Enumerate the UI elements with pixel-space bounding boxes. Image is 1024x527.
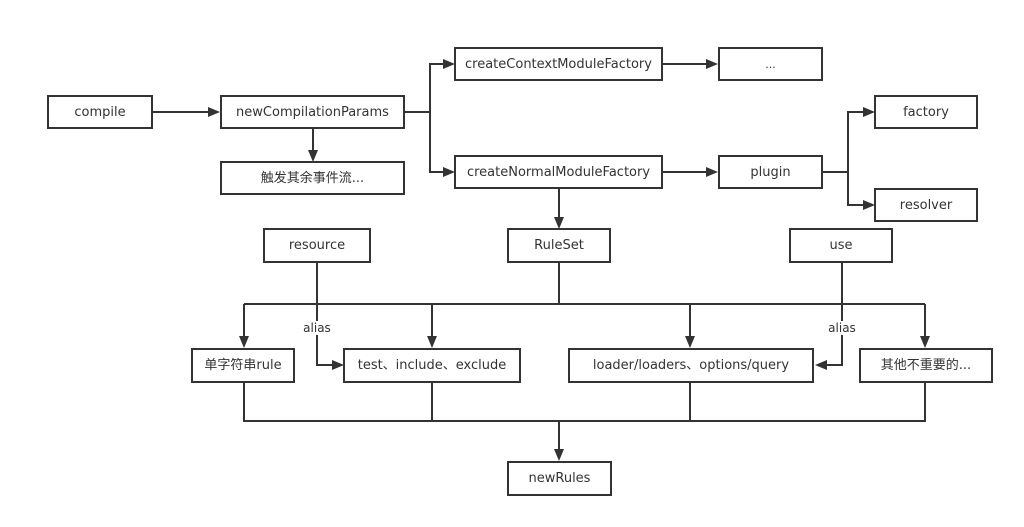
node-create-context-module-factory: createContextModuleFactory <box>454 47 663 81</box>
node-ruleset: RuleSet <box>507 228 611 263</box>
node-context-ellipsis: ... <box>718 47 823 81</box>
node-plugin: plugin <box>718 155 823 189</box>
edge-compile-to-params <box>153 107 220 117</box>
edge-params-to-context-factory <box>405 59 455 113</box>
edge-use-alias <box>815 262 843 370</box>
edge-ruleset-to-test-include-exclude <box>427 304 437 348</box>
edge-context-factory-to-ellipsis <box>662 59 718 69</box>
edge-plugin-to-resolver <box>847 172 875 210</box>
node-trigger-other-events: 触发其余事件流... <box>220 161 405 195</box>
edge-params-to-trigger <box>308 128 318 162</box>
node-resolver: resolver <box>874 188 978 222</box>
node-new-compilation-params: newCompilationParams <box>220 95 405 129</box>
node-compile: compile <box>47 95 153 129</box>
edge-ruleset-to-single-string-rule <box>239 304 249 348</box>
node-create-normal-module-factory: createNormalModuleFactory <box>454 155 663 189</box>
edge-ruleset-bus <box>244 262 925 305</box>
edge-ruleset-to-other <box>920 304 930 348</box>
edge-label-resource-alias: alias <box>302 321 332 335</box>
edge-normal-factory-to-ruleset <box>554 189 564 229</box>
edge-ruleset-to-loader-options <box>685 304 695 348</box>
node-loader-options: loader/loaders、options/query <box>568 348 814 383</box>
node-resource: resource <box>263 228 371 263</box>
node-test-include-exclude: test、include、exclude <box>343 348 521 383</box>
node-single-string-rule: 单字符串rule <box>191 348 295 383</box>
node-use: use <box>789 228 893 263</box>
node-new-rules: newRules <box>507 461 612 496</box>
edge-merge-to-new-rules <box>243 382 926 461</box>
node-factory: factory <box>874 95 978 129</box>
edge-normal-factory-to-plugin <box>662 167 718 177</box>
edge-label-use-alias: alias <box>827 321 857 335</box>
edge-plugin-to-factory <box>822 107 875 173</box>
node-other-unimportant: 其他不重要的... <box>859 348 993 383</box>
edge-params-to-normal-factory <box>429 112 455 177</box>
edge-resource-alias <box>316 262 344 370</box>
